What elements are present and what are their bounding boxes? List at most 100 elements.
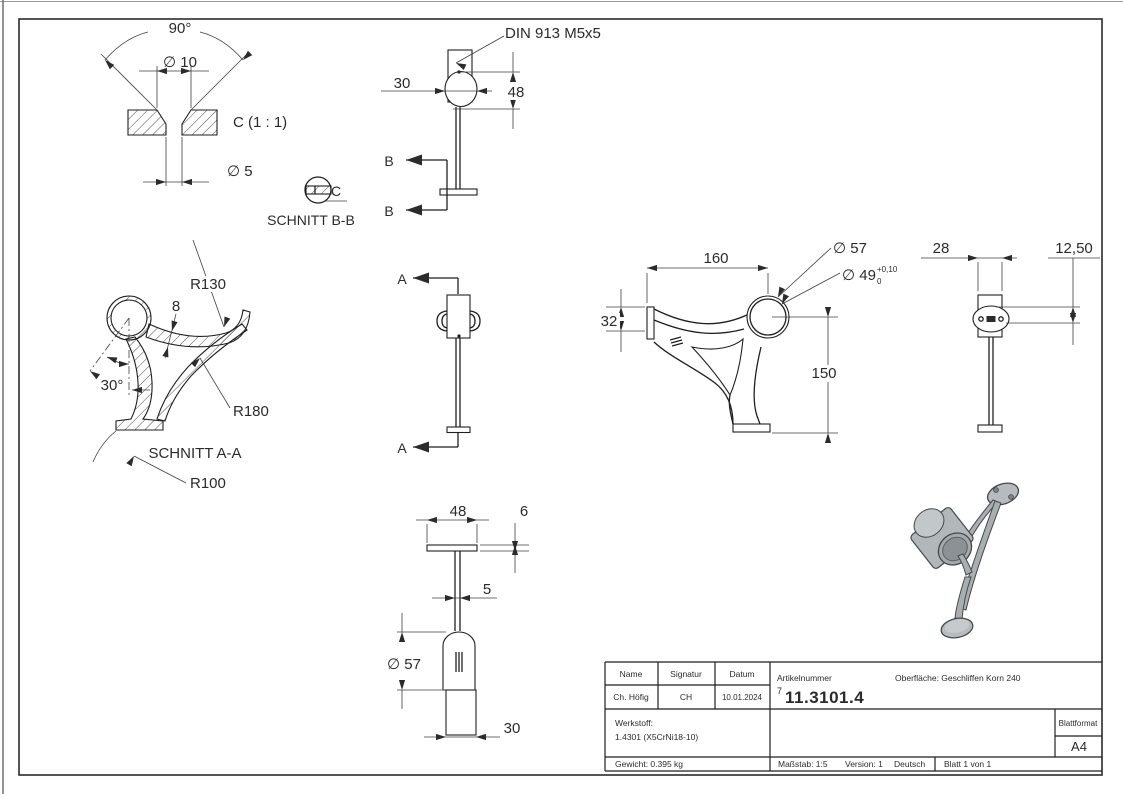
section-bb-title: SCHNITT B-B <box>267 212 355 228</box>
arrowhead <box>1002 254 1012 262</box>
screw-hole <box>998 316 1004 322</box>
dim-r180: R180 <box>233 403 269 420</box>
ring-side <box>444 70 478 108</box>
arrowhead <box>476 733 486 741</box>
arrowhead <box>758 264 768 272</box>
value-surface: Oberfläche: Geschliffen Korn 240 <box>895 673 1021 683</box>
dim-angle-90: 90° <box>169 20 192 37</box>
arrowhead <box>460 594 470 602</box>
view-b: DIN 913 M5x5 30 48 B B <box>381 25 601 219</box>
arrowhead <box>1069 313 1077 323</box>
article-prefix: 7 <box>777 686 782 696</box>
dim-28: 28 <box>933 240 950 257</box>
arrowhead <box>511 541 519 551</box>
foot-plate-front <box>446 426 471 434</box>
view-section-aa: 30° R130 8 R180 R100 SCHNITT A-A <box>88 239 269 492</box>
dim-dia-5: ∅ 5 <box>227 163 253 180</box>
dim-30: 30 <box>394 75 411 92</box>
dim-8: 8 <box>172 298 180 315</box>
arrowhead <box>169 320 178 332</box>
dim-dia-10: ∅ 10 <box>163 54 197 71</box>
dim-48: 48 <box>508 84 525 101</box>
cutout <box>690 337 744 397</box>
detail-c-disc-right <box>181 109 218 136</box>
ring-section <box>106 295 152 341</box>
section-label-b: B <box>384 203 393 219</box>
foot-plate-rear <box>977 424 1003 433</box>
value-sheet-count: Blatt 1 von 1 <box>944 759 992 769</box>
foot-plate-side <box>732 423 771 433</box>
arrowhead <box>824 433 832 443</box>
value-signature: CH <box>680 692 692 702</box>
arrowhead <box>968 254 978 262</box>
section-label-b: B <box>384 153 393 169</box>
dim-r100: R100 <box>190 475 226 492</box>
wall-plate-side <box>646 306 655 340</box>
section-aa-title: SCHNITT A-A <box>148 445 241 462</box>
arrowhead <box>509 72 517 82</box>
part-3d-render <box>910 482 1020 639</box>
detail-c-disc-left <box>127 109 167 136</box>
outer-strip-section <box>156 323 248 422</box>
detail-marker-c: C <box>331 183 341 199</box>
arrowhead <box>427 516 437 524</box>
dim-6: 6 <box>520 503 528 520</box>
arrowhead <box>162 346 171 358</box>
view-top: 48 6 5 ∅ 57 30 <box>387 503 529 741</box>
view-a: A A <box>397 271 481 456</box>
din-callout: DIN 913 M5x5 <box>505 25 601 42</box>
dim-5: 5 <box>483 581 491 598</box>
view-rear: 28 12,50 <box>921 240 1100 433</box>
value-name: Ch. Höfig <box>613 692 649 702</box>
arrowhead <box>102 57 115 70</box>
view-section-bb-marker: C SCHNITT B-B <box>267 176 355 228</box>
dim-dia-57-top: ∅ 57 <box>387 656 421 673</box>
dim-30-top: 30 <box>504 720 521 737</box>
arrowhead <box>824 307 832 317</box>
section-label-a: A <box>397 271 407 287</box>
section-arrow <box>413 272 429 284</box>
arrowhead <box>132 386 142 394</box>
value-article-number: 11.3101.4 <box>785 688 864 707</box>
dim-dia-49: ∅ 49 <box>842 267 876 284</box>
view-main: 160 ∅ 57 ∅ 49 +0,10 0 150 32 <box>598 240 898 443</box>
value-material: 1.4301 (X5CrNi18-10) <box>615 732 698 742</box>
view-detail-c: 90° ∅ 10 ∅ 5 C (1 : 1) <box>100 20 287 186</box>
section-label-a: A <box>397 440 407 456</box>
dim-32: 32 <box>601 313 618 330</box>
arrowhead <box>398 680 406 690</box>
wall-plate-front <box>446 294 471 339</box>
lower-arm-section <box>115 336 164 431</box>
screw-hole <box>978 316 984 322</box>
label-signature: Signatur <box>670 669 702 679</box>
section-arrow <box>406 204 422 216</box>
sheet-border <box>18 18 1103 776</box>
label-article-number: Artikelnummer <box>777 673 832 683</box>
foot-plate <box>439 188 478 196</box>
tolerance-upper: +0,10 <box>877 265 898 274</box>
value-date: 10.01.2024 <box>722 693 763 702</box>
value-language: Deutsch <box>894 759 925 769</box>
ring-ear-right <box>469 310 481 332</box>
arrowhead <box>436 733 446 741</box>
arrowhead <box>445 594 455 602</box>
arrowhead <box>88 368 100 380</box>
label-date: Datum <box>729 669 754 679</box>
arrowhead <box>435 87 445 95</box>
ring-collar-top <box>445 689 477 736</box>
arrowhead <box>119 360 129 368</box>
label-name: Name <box>620 669 643 679</box>
dim-12-50: 12,50 <box>1055 240 1093 257</box>
title-block: Name Signatur Datum Ch. Höfig CH 10.01.2… <box>604 661 1102 772</box>
arrowhead <box>647 264 657 272</box>
value-version: Version: 1 <box>845 759 883 769</box>
detail-c-title: C (1 : 1) <box>233 114 287 131</box>
tolerance-lower: 0 <box>877 277 882 286</box>
ring-ear-left <box>436 310 448 332</box>
label-material: Werkstoff: <box>615 718 653 728</box>
dim-160: 160 <box>703 250 728 267</box>
section-arrow <box>406 154 422 166</box>
dim-150: 150 <box>811 365 836 382</box>
